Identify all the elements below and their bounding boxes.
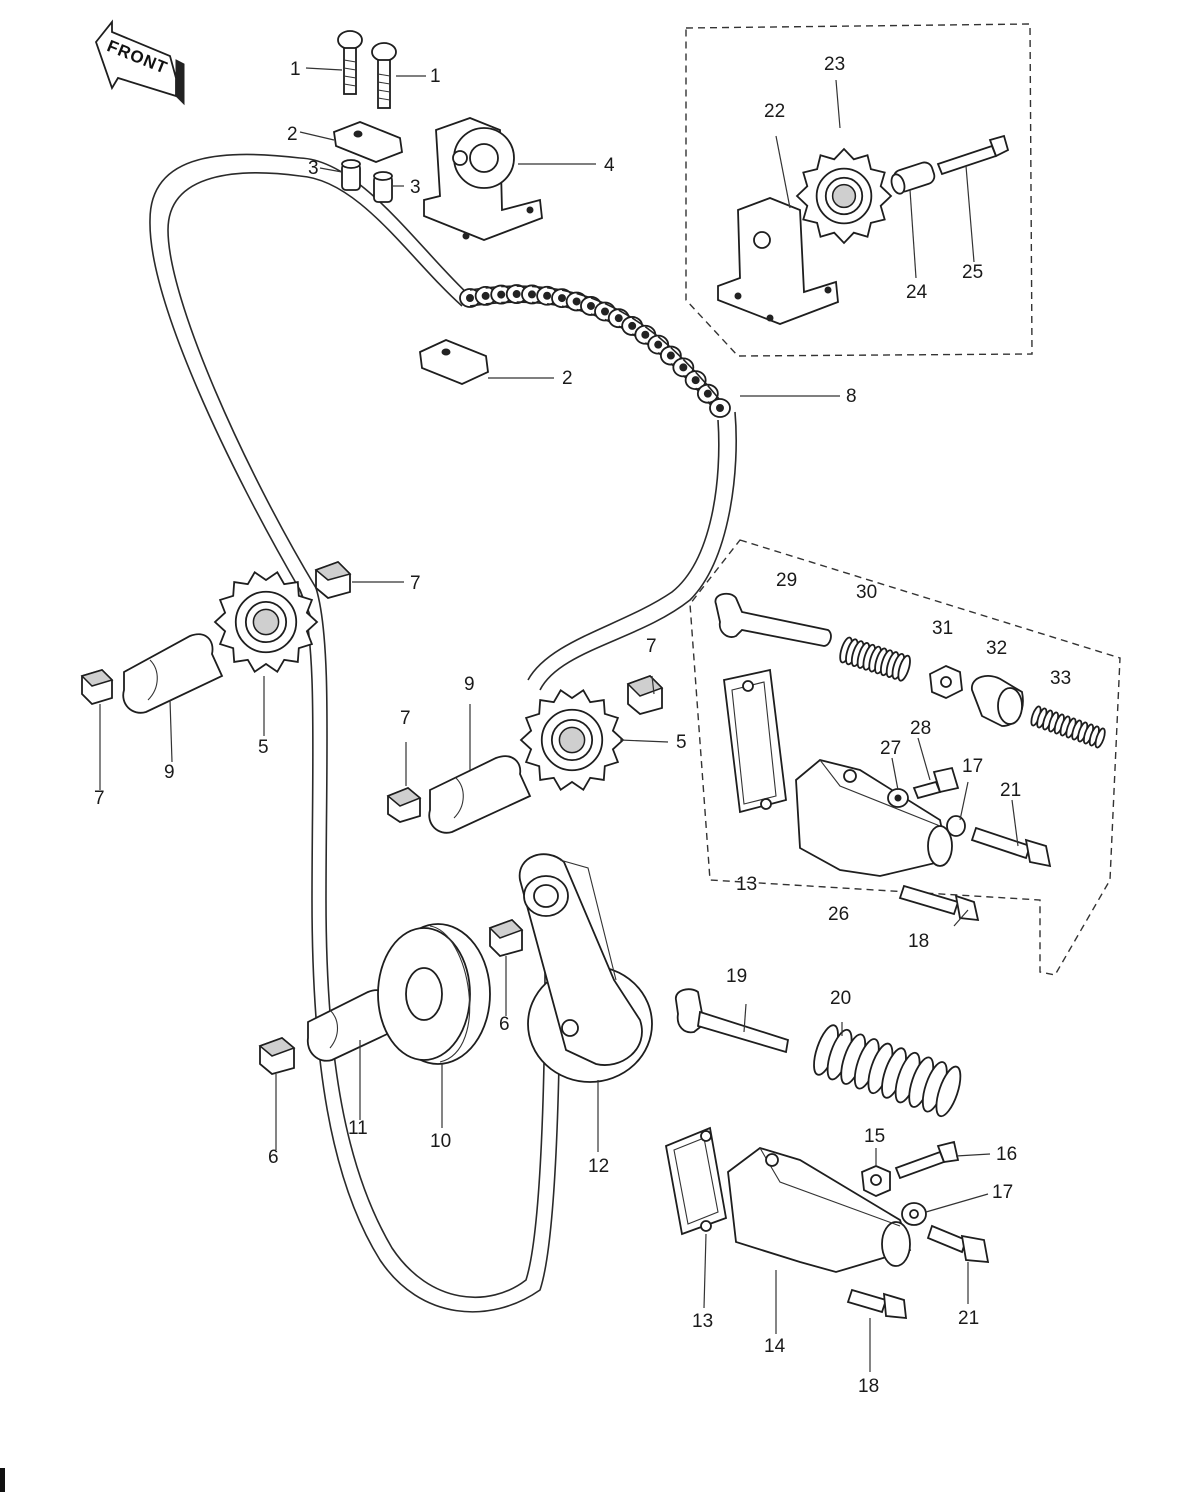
bolt-1-right — [371, 42, 397, 109]
label-7a: 7 — [410, 573, 421, 594]
bolt-28 — [912, 766, 960, 800]
bolt-18-lower — [846, 1288, 908, 1320]
spring-33 — [1030, 705, 1106, 749]
damper-7-mid — [386, 786, 422, 823]
front-arrow-tag: FRONT — [94, 19, 185, 106]
collar-3-right — [373, 171, 393, 203]
damper-6-center — [488, 918, 524, 958]
tensioner-housing-26 — [795, 759, 953, 877]
label-30: 30 — [856, 582, 877, 603]
leader-lines — [99, 67, 1019, 1372]
auto-tensioner-box — [689, 539, 1121, 976]
label-14: 14 — [764, 1336, 786, 1357]
label-18b: 18 — [858, 1376, 879, 1397]
label-17a: 17 — [962, 756, 983, 777]
label-18a: 18 — [908, 931, 929, 952]
label-13b: 13 — [692, 1311, 713, 1332]
push-rod-19 — [675, 988, 790, 1054]
label-27: 27 — [880, 738, 901, 759]
label-28: 28 — [910, 718, 931, 739]
label-8: 8 — [846, 386, 857, 407]
nut-31 — [929, 665, 963, 699]
bolt-25 — [936, 134, 1010, 176]
label-11: 11 — [348, 1118, 368, 1139]
chain-guide-block-upper — [333, 121, 403, 163]
label-5a: 5 — [258, 737, 269, 758]
label-32: 32 — [986, 638, 1007, 659]
shaft-9-mid — [428, 755, 532, 834]
spring-30 — [839, 636, 911, 682]
sprocket-5-left — [213, 571, 319, 673]
label-21a: 21 — [1000, 780, 1021, 801]
label-33: 33 — [1050, 668, 1071, 689]
label-25: 25 — [962, 262, 983, 283]
damper-7-left — [80, 668, 114, 706]
damper-7-center — [626, 674, 664, 715]
tensioner-arm-12 — [518, 853, 653, 1083]
label-6b: 6 — [499, 1014, 510, 1035]
shaft-9-left — [122, 633, 224, 714]
label-31: 31 — [932, 618, 953, 639]
label-9a: 9 — [164, 762, 175, 783]
label-22: 22 — [764, 101, 785, 122]
label-1b: 1 — [430, 66, 441, 87]
label-3b: 3 — [410, 177, 421, 198]
gasket-13-upper — [723, 668, 787, 814]
label-9b: 9 — [464, 674, 475, 695]
washer-17-lower — [901, 1202, 927, 1226]
sprocket-5-center — [519, 689, 625, 791]
tensioner-housing-14 — [727, 1147, 912, 1273]
label-1a: 1 — [290, 59, 301, 80]
spring-20 — [813, 1024, 962, 1118]
label-10: 10 — [430, 1131, 451, 1152]
washer-17-upper — [946, 815, 966, 837]
scan-mark — [0, 1468, 5, 1492]
bolt-21-upper — [970, 826, 1052, 868]
label-15: 15 — [864, 1126, 885, 1147]
bolt-16 — [894, 1140, 960, 1180]
label-24: 24 — [906, 282, 928, 303]
guide-roller-10 — [377, 923, 491, 1065]
label-16: 16 — [996, 1144, 1017, 1165]
idler-sprocket-23 — [795, 147, 893, 245]
label-7b: 7 — [94, 788, 105, 809]
label-7d: 7 — [646, 636, 657, 657]
label-6a: 6 — [268, 1147, 279, 1168]
bolt-1-left — [337, 30, 363, 95]
guide-sprocket-4 — [423, 117, 543, 241]
collar-24 — [890, 161, 936, 195]
label-4: 4 — [604, 155, 615, 176]
label-7c: 7 — [400, 708, 411, 729]
label-26: 26 — [828, 904, 849, 925]
label-3a: 3 — [308, 158, 319, 179]
tensioner-bracket-22 — [717, 197, 839, 325]
label-12: 12 — [588, 1156, 609, 1177]
label-29: 29 — [776, 570, 797, 591]
label-23: 23 — [824, 54, 845, 75]
label-21b: 21 — [958, 1308, 979, 1329]
label-19: 19 — [726, 966, 747, 987]
gasket-13-lower — [664, 1126, 728, 1236]
label-2a: 2 — [287, 124, 298, 145]
bolt-18-upper — [898, 884, 980, 922]
damper-7-top — [314, 560, 352, 599]
washer-27 — [887, 788, 909, 808]
chain-guide-block-lower — [419, 339, 489, 385]
label-17b: 17 — [992, 1182, 1013, 1203]
label-20: 20 — [830, 988, 851, 1009]
collar-3-left — [341, 159, 361, 191]
label-13a: 13 — [736, 874, 757, 895]
label-5b: 5 — [676, 732, 687, 753]
label-2b: 2 — [562, 368, 573, 389]
damper-6-left — [258, 1036, 296, 1075]
cap-32 — [971, 675, 1024, 727]
bolt-21-lower — [926, 1224, 990, 1264]
cam-chain-8 — [459, 284, 731, 418]
push-rod-29 — [714, 592, 832, 647]
part-number-labels: 1 1 2 2 3 3 4 5 5 6 6 7 7 7 7 8 9 9 10 1… — [94, 54, 1071, 1397]
nut-15 — [861, 1165, 891, 1197]
optional-tensioner-box — [685, 23, 1033, 357]
